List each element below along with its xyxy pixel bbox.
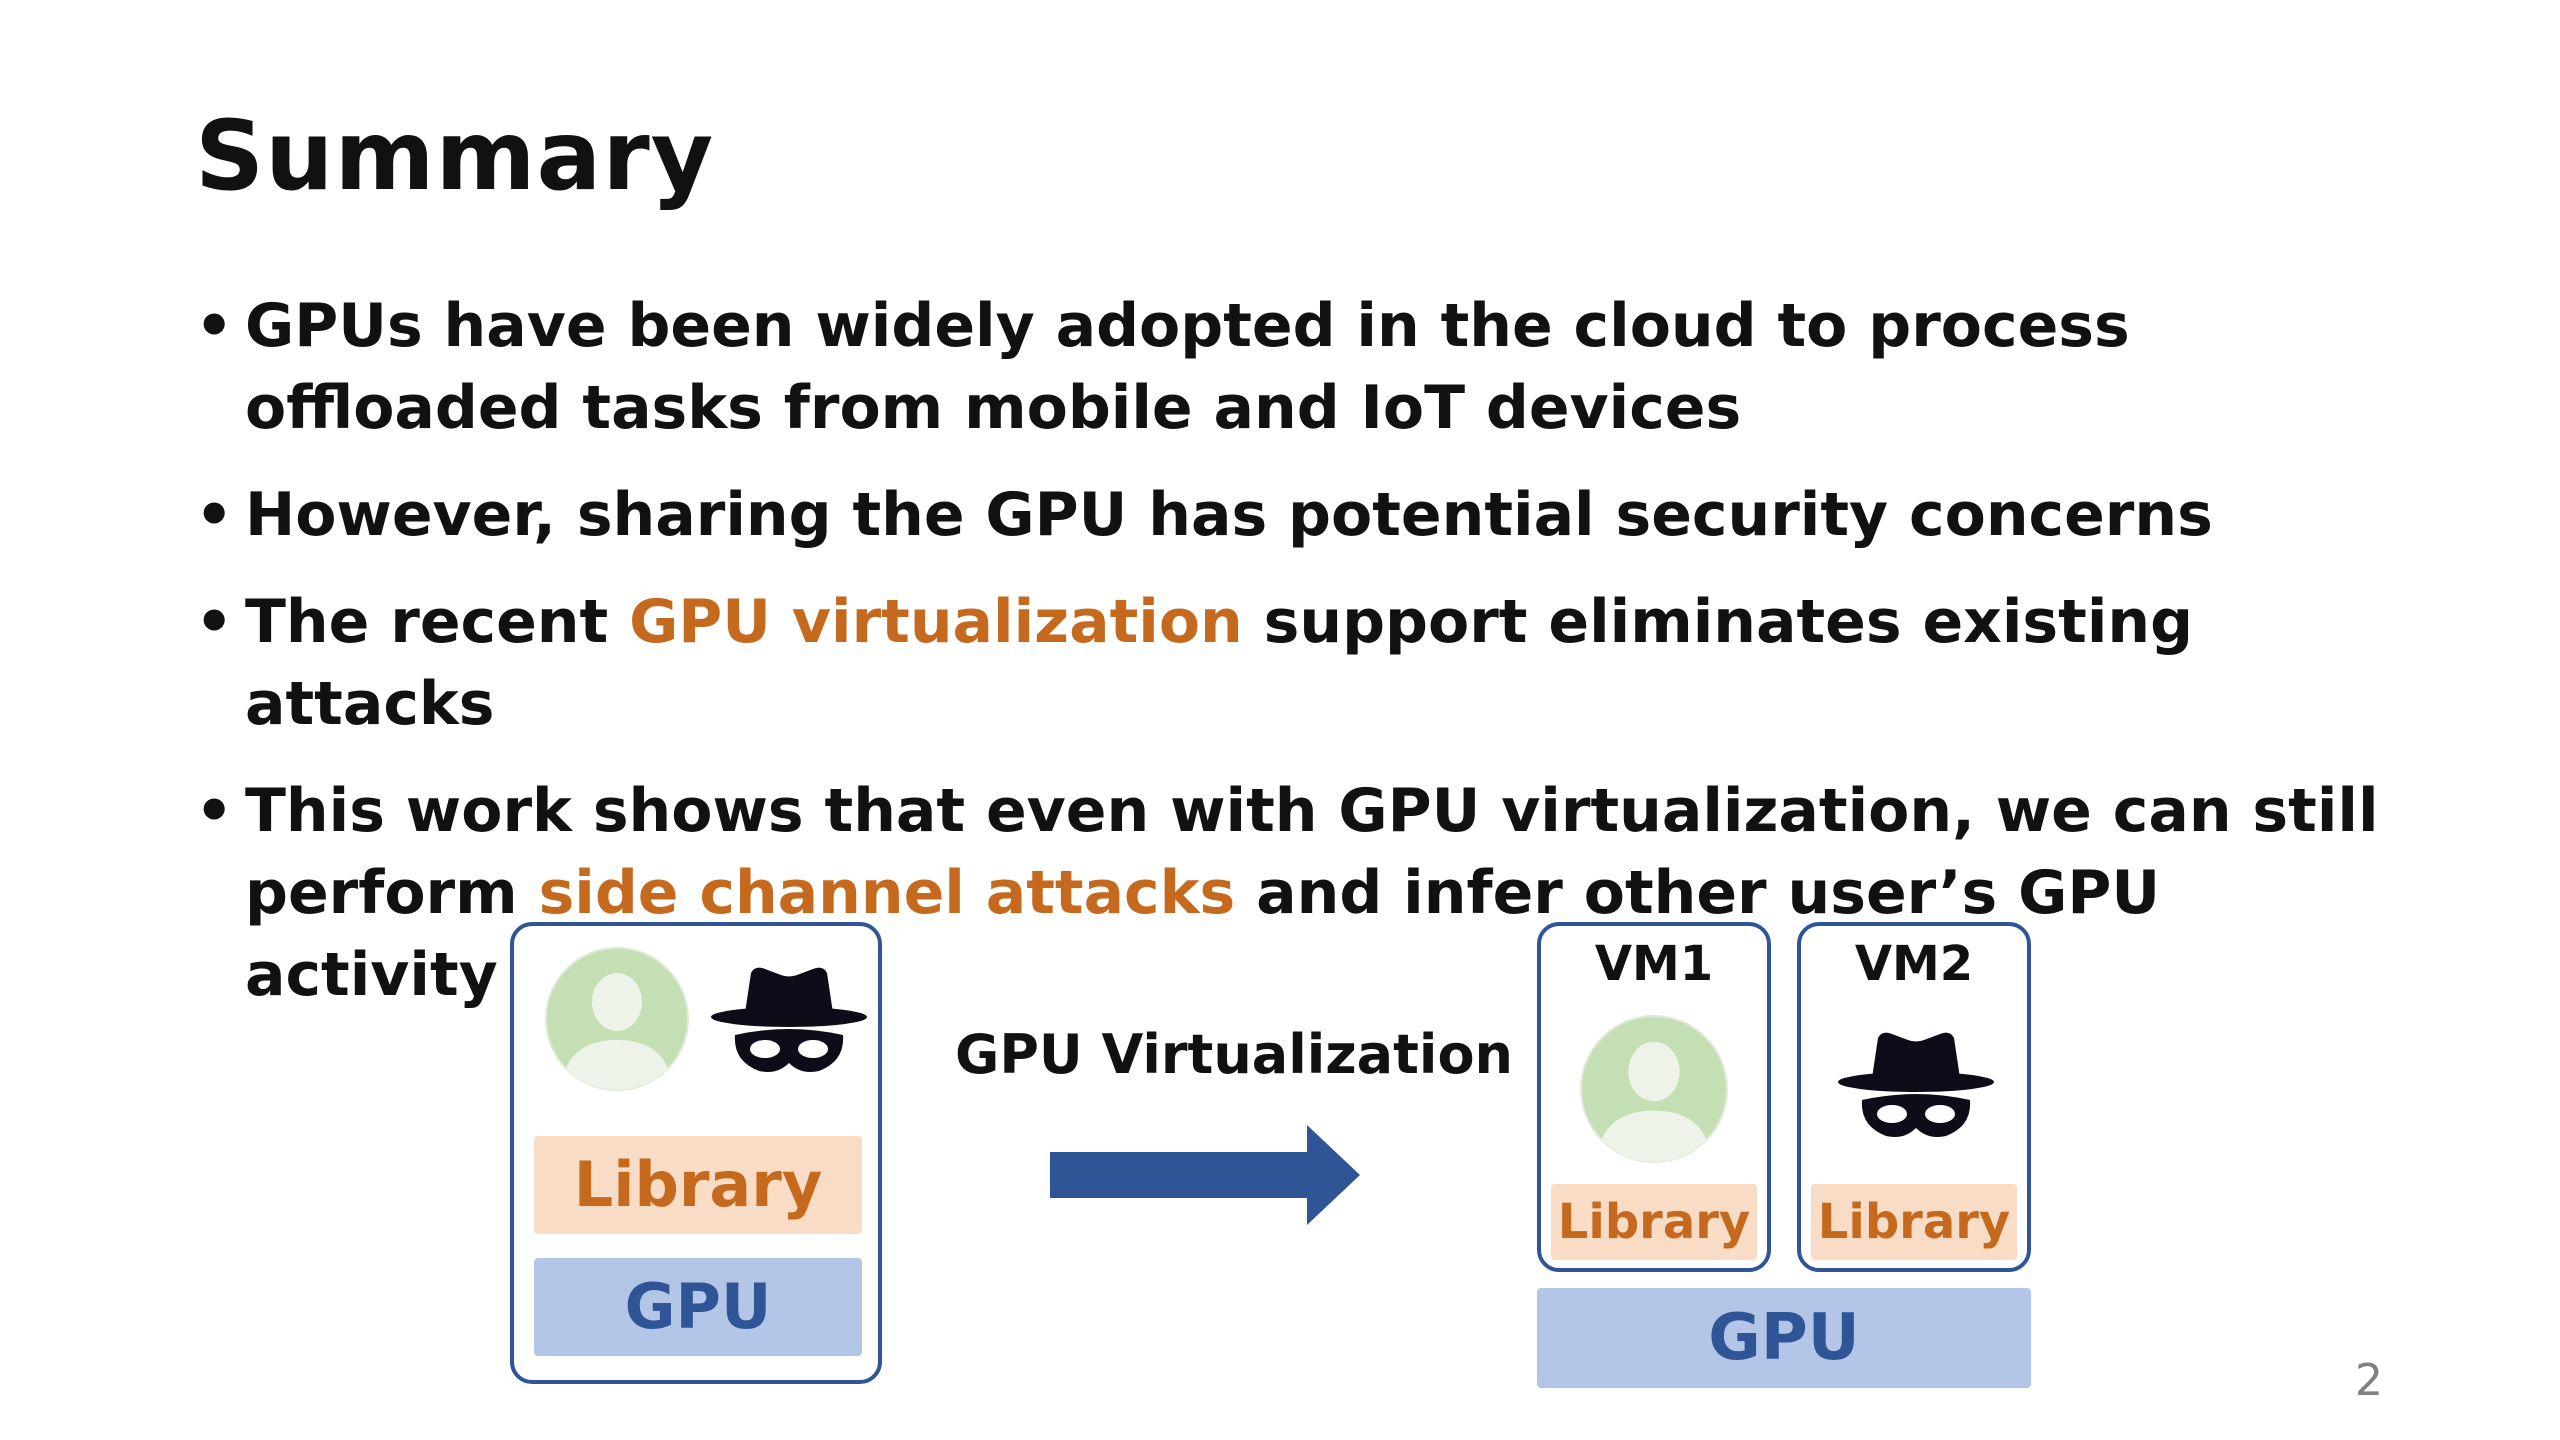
- vm1-panel: VM1 Library: [1537, 922, 1771, 1272]
- bullet-text: GPUs have been widely adopted in the clo…: [245, 291, 2130, 443]
- transition-label: GPU Virtualization: [955, 1023, 1513, 1086]
- bullet-list: GPUs have been widely adopted in the clo…: [195, 285, 2415, 1041]
- library-block: Library: [534, 1136, 862, 1234]
- user-icon: [1580, 1015, 1728, 1163]
- vm2-panel: VM2 Library: [1797, 922, 2031, 1272]
- bullet-text: However, sharing the GPU has potential s…: [245, 480, 2213, 550]
- bullet-text: This work shows that even with GPU virtu…: [245, 776, 2379, 928]
- bullet-item: However, sharing the GPU has potential s…: [195, 474, 2415, 556]
- arrow-right-icon: [1050, 1125, 1360, 1225]
- bullet-item: This work shows that even with GPU virtu…: [195, 770, 2415, 1016]
- bullet-highlight: side channel attacks: [538, 858, 1236, 928]
- slide-title: Summary: [195, 100, 715, 212]
- bullet-item: The recent GPU virtualization support el…: [195, 581, 2415, 745]
- gpu-block: GPU: [1537, 1288, 2031, 1388]
- bullet-text: The recent: [245, 587, 630, 657]
- bullet-highlight: GPU virtualization: [629, 587, 1243, 657]
- library-block: Library: [1551, 1184, 1757, 1260]
- library-block: Library: [1811, 1184, 2017, 1260]
- user-icon: [545, 947, 689, 1091]
- bullet-text: support eliminates existing attacks: [245, 587, 2194, 739]
- spy-icon: [1838, 1032, 1994, 1137]
- bullet-item: GPUs have been widely adopted in the clo…: [195, 285, 2415, 449]
- vm2-label: VM2: [1854, 936, 1974, 992]
- spy-icon: [711, 967, 867, 1072]
- vm1-label: VM1: [1594, 936, 1714, 992]
- shared-gpu-panel: Library GPU: [510, 922, 882, 1384]
- page-number: 2: [2355, 1355, 2383, 1406]
- gpu-block: GPU: [534, 1258, 862, 1356]
- bullet-text: and infer other user’s GPU activity: [245, 858, 2161, 1010]
